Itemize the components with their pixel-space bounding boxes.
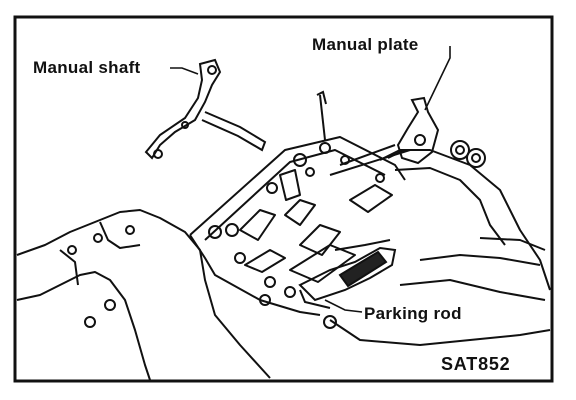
manual-plate-assembly [316, 90, 486, 176]
parking-rod-label: Parking rod [364, 304, 462, 323]
manual-plate-leader [424, 46, 451, 111]
figure-border [13, 15, 554, 383]
parking-rod-leader [324, 299, 363, 313]
manual-shaft-leader [170, 67, 199, 75]
figure-code: SAT852 [441, 354, 511, 374]
transmission-case [16, 136, 551, 381]
parking-rod-assembly [298, 239, 397, 309]
manual-shaft-label: Manual shaft [33, 58, 141, 77]
leader-lines [170, 46, 451, 313]
manual-plate-label: Manual plate [312, 35, 419, 54]
manual-shaft [144, 58, 267, 160]
